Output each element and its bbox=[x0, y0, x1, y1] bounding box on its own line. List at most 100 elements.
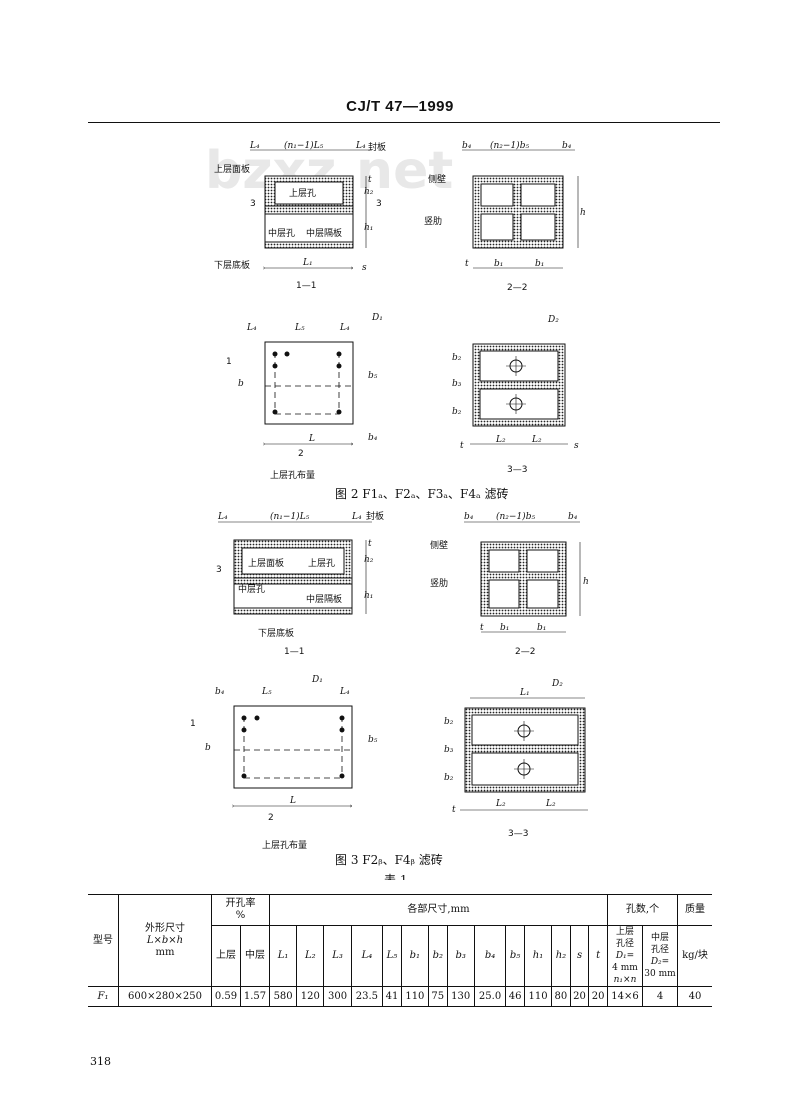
cell-dim: 110 bbox=[523, 986, 553, 1007]
fig2-plan-b: b bbox=[238, 379, 244, 389]
fig3-s22-shujin: 竖肋 bbox=[430, 578, 448, 589]
th-open-rate-l2: % bbox=[235, 910, 246, 921]
fig2-s33-D2: D₂ bbox=[547, 315, 559, 325]
fig3-s11-mark3: 3 bbox=[216, 565, 222, 575]
figures-canvas: bzxz.net L₄ (n₁−1)L₅ L₄ 封板 上层面板 上层孔 中层孔 … bbox=[190, 140, 589, 880]
th-col: b₃ bbox=[446, 925, 475, 987]
fig3-s33-title: 3—3 bbox=[508, 829, 528, 839]
cell-dim: 130 bbox=[446, 986, 475, 1007]
cell-model: F₁ bbox=[88, 986, 119, 1007]
fig3-s22-b4-right: b₄ bbox=[568, 512, 578, 522]
fig2-s11-L4-left: L₄ bbox=[249, 141, 260, 151]
fig2-s22-n2b5: (n₂−1)b₅ bbox=[490, 140, 529, 151]
th-up-hole-l3: D₁= bbox=[615, 951, 635, 961]
th-open-rate-l1: 开孔率 bbox=[225, 898, 256, 909]
th-up-hole: 上层 孔径 D₁= 4 mm n₁×n bbox=[607, 925, 643, 987]
th-col: b₁ bbox=[400, 925, 429, 987]
fig3-plan-b5: b₅ bbox=[368, 735, 378, 745]
fig2-s11-zhongge: 中层隔板 bbox=[306, 227, 342, 239]
fig3-s22-n2b5: (n₂−1)b₅ bbox=[496, 511, 535, 522]
th-mass: 质量 bbox=[677, 894, 712, 926]
fig2-s11-shangmian: 上层面板 bbox=[214, 163, 250, 175]
fig2-plan-b5: b₅ bbox=[368, 371, 378, 381]
cell-dim: 80 bbox=[551, 986, 571, 1007]
fig2-plan: L₄ L₅ L₄ D₁ b L b₅ b₄ 1 2 上层孔布量 bbox=[226, 313, 383, 481]
spec-table-wrap: 型号 外形尺寸 L×b×h mm 开孔率 % 各部尺寸,mm 孔数,个 质量 上… bbox=[88, 894, 712, 1007]
fig3-s22-h: h bbox=[583, 577, 589, 587]
fig3-s33-D2: D₂ bbox=[551, 679, 563, 689]
th-col: b₄ bbox=[473, 925, 507, 987]
th-up-hole-l5: n₁×n bbox=[613, 975, 637, 985]
fig3-s11-n1L5: (n₁−1)L₅ bbox=[270, 511, 310, 522]
fig3-section-3-3: L₁ D₂ b₂ b₃ b₂ t L₂ L₂ 3—3 bbox=[444, 679, 588, 839]
th-col: s bbox=[569, 925, 590, 987]
fig3-s11-h2: h₂ bbox=[364, 555, 374, 565]
fig3-s11-t: t bbox=[368, 539, 372, 549]
fig3-plan-L: L bbox=[289, 796, 296, 806]
fig3-caption: 图 3 F2ᵦ、F4ᵦ 滤砖 bbox=[335, 852, 443, 867]
fig2-s11-h2: h₂ bbox=[364, 187, 374, 197]
fig3-plan-b4: b₄ bbox=[215, 687, 225, 697]
fig2-s11-shangkong: 上层孔 bbox=[289, 188, 316, 199]
th-col: t bbox=[588, 925, 608, 987]
fig3-plan-L5: L₅ bbox=[261, 687, 272, 697]
th-size-l3: mm bbox=[155, 946, 175, 958]
fig2-plan-L4: L₄ bbox=[246, 323, 257, 333]
fig2-s33-title: 3—3 bbox=[507, 465, 527, 475]
th-col: h₁ bbox=[523, 925, 553, 987]
fig3-plan-L4: L₄ bbox=[339, 687, 350, 697]
table-title: 表 1 bbox=[384, 873, 407, 880]
fig2-s11-mark3-right: 3 bbox=[376, 199, 382, 209]
fig2-s11-zhongkong: 中层孔 bbox=[268, 227, 295, 239]
fig2-s22-b4-left: b₄ bbox=[462, 141, 472, 151]
fig2-section-1-1: L₄ (n₁−1)L₅ L₄ 封板 上层面板 上层孔 中层孔 中层隔板 下层底板… bbox=[214, 140, 386, 291]
fig2-s11-L1: L₁ bbox=[302, 258, 313, 268]
fig2-s11-feng: 封板 bbox=[368, 141, 386, 153]
th-dims: 各部尺寸,mm bbox=[269, 894, 608, 926]
fig2-s22-b1: b₁ bbox=[494, 259, 503, 269]
fig2-s33-b3: b₃ bbox=[452, 379, 462, 389]
spec-table: 型号 外形尺寸 L×b×h mm 开孔率 % 各部尺寸,mm 孔数,个 质量 上… bbox=[88, 894, 712, 1007]
cell-dim: 110 bbox=[400, 986, 429, 1007]
th-size-l2: L×b×h bbox=[146, 934, 184, 946]
fig3-s33-b3: b₃ bbox=[444, 745, 454, 755]
fig3-s22-b1-2: b₁ bbox=[537, 623, 546, 633]
fig2-plan-mark2: 2 bbox=[298, 449, 304, 459]
running-header: CJ/T 47—1999 bbox=[346, 98, 454, 115]
fig2-s11-t: t bbox=[368, 175, 372, 185]
fig3-s33-L2: L₂ bbox=[495, 799, 506, 809]
fig3-s33-t: t bbox=[452, 805, 456, 815]
th-holes: 孔数,个 bbox=[607, 894, 678, 926]
fig2-section-2-2: b₄ (n₂−1)b₅ b₄ 侧壁 竖肋 h t b₁ b₁ 2—2 bbox=[424, 140, 586, 293]
fig3-s11-L4-left: L₄ bbox=[217, 512, 228, 522]
fig3-section-2-2: b₄ (n₂−1)b₅ b₄ 侧壁 竖肋 h t b₁ b₁ 2—2 bbox=[430, 511, 589, 657]
fig3-plan-D1: D₁ bbox=[311, 675, 323, 685]
cell-dim: 300 bbox=[323, 986, 352, 1007]
fig3-s33-L1: L₁ bbox=[519, 688, 530, 698]
table-row: F₁ 600×280×250 0.59 1.57 580 120 300 23.… bbox=[88, 986, 712, 1007]
fig3-plan: b₄ L₅ L₄ D₁ b L b₅ 1 2 上层孔布量 bbox=[190, 675, 378, 851]
fig2-s22-shujin: 竖肋 bbox=[424, 216, 442, 227]
fig3-s33-L2-2: L₂ bbox=[545, 799, 556, 809]
fig3-s11-shangmian: 上层面板 bbox=[248, 557, 284, 569]
fig2-s33-b2: b₂ bbox=[452, 353, 462, 363]
fig3-s11-h1: h₁ bbox=[364, 591, 373, 601]
cell-rate-up: 0.59 bbox=[211, 986, 241, 1007]
fig3-s11-zhongkong: 中层孔 bbox=[238, 583, 265, 595]
fig2-s33-b2-2: b₂ bbox=[452, 407, 462, 417]
fig3-s22-title: 2—2 bbox=[515, 647, 535, 657]
cell-rate-mid: 1.57 bbox=[240, 986, 270, 1007]
cell-dim: 25.0 bbox=[473, 986, 507, 1007]
fig2-s33-L2: L₂ bbox=[495, 435, 506, 445]
th-mid-hole-l3: D₂= bbox=[650, 957, 670, 967]
fig2-caption: 图 2 F1ₐ、F2ₐ、F3ₐ、F4ₐ 滤砖 bbox=[335, 486, 508, 501]
th-col: L₂ bbox=[296, 925, 325, 987]
cell-up-holes: 14×6 bbox=[607, 986, 643, 1007]
fig2-s22-b4-right: b₄ bbox=[562, 141, 572, 151]
th-up-hole-l4: 4 mm bbox=[612, 963, 638, 973]
th-rate-mid: 中层 bbox=[240, 925, 270, 987]
fig3-section-1-1: L₄ (n₁−1)L₅ L₄ 封板 上层面板 上层孔 中层孔 中层隔板 下层底板… bbox=[216, 510, 384, 657]
fig2-s22-b1-2: b₁ bbox=[535, 259, 544, 269]
th-size: 外形尺寸 L×b×h mm bbox=[118, 894, 212, 987]
fig3-s11-shangkong: 上层孔 bbox=[308, 558, 335, 569]
